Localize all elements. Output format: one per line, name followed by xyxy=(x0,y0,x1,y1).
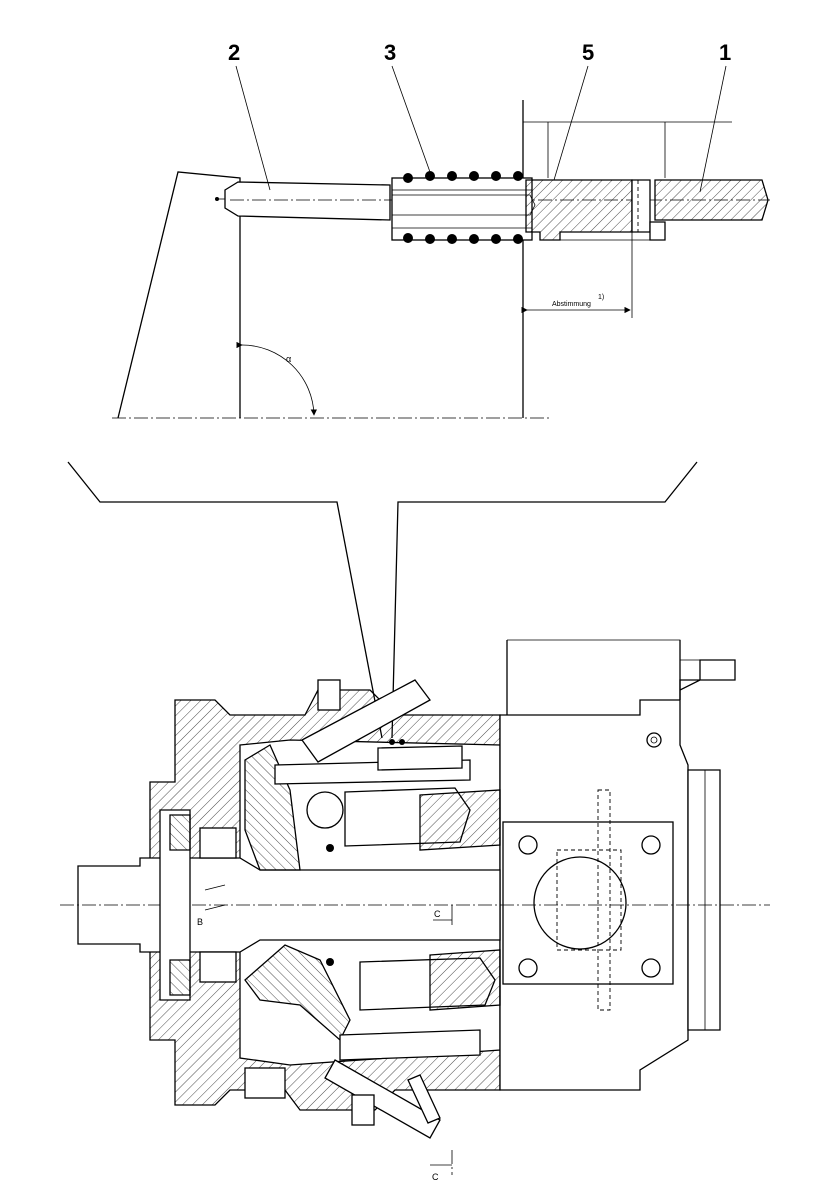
control-pin-lower xyxy=(324,1059,441,1139)
pump-section: B C C xyxy=(60,639,770,1182)
spring-3 xyxy=(391,171,536,244)
mark-b: B xyxy=(197,917,203,927)
section-mark-upper: C xyxy=(434,909,441,919)
pin-bore xyxy=(377,745,463,771)
callout-1: 1 xyxy=(719,40,731,65)
callout-3: 3 xyxy=(384,40,396,65)
control-pin-upper xyxy=(301,679,431,763)
bolt-hole xyxy=(641,958,661,978)
callout-2: 2 xyxy=(228,40,240,65)
screw-1 xyxy=(654,179,769,221)
callout-5: 5 xyxy=(582,40,594,65)
angle-label: α xyxy=(286,354,291,364)
detail-bracket xyxy=(67,461,698,739)
detail-view: Abstimmung 1) α xyxy=(112,100,770,419)
shaft-seal xyxy=(159,809,191,1001)
end-cover xyxy=(687,769,721,1031)
section-mark-lower: C xyxy=(432,1172,439,1182)
bolt-hole xyxy=(518,835,538,855)
adjustment-note: 1) xyxy=(598,294,604,301)
flange xyxy=(502,821,674,985)
detail-body-outline xyxy=(117,171,241,419)
adjustment-label: Abstimmung xyxy=(552,301,591,308)
sleeve-5 xyxy=(525,179,633,241)
callouts: 2 3 5 1 xyxy=(228,40,731,193)
pin-2 xyxy=(224,181,391,221)
bolt-hole xyxy=(641,835,661,855)
bolt-hole xyxy=(518,958,538,978)
swash-plate xyxy=(244,744,301,871)
angle-arc xyxy=(236,341,318,416)
